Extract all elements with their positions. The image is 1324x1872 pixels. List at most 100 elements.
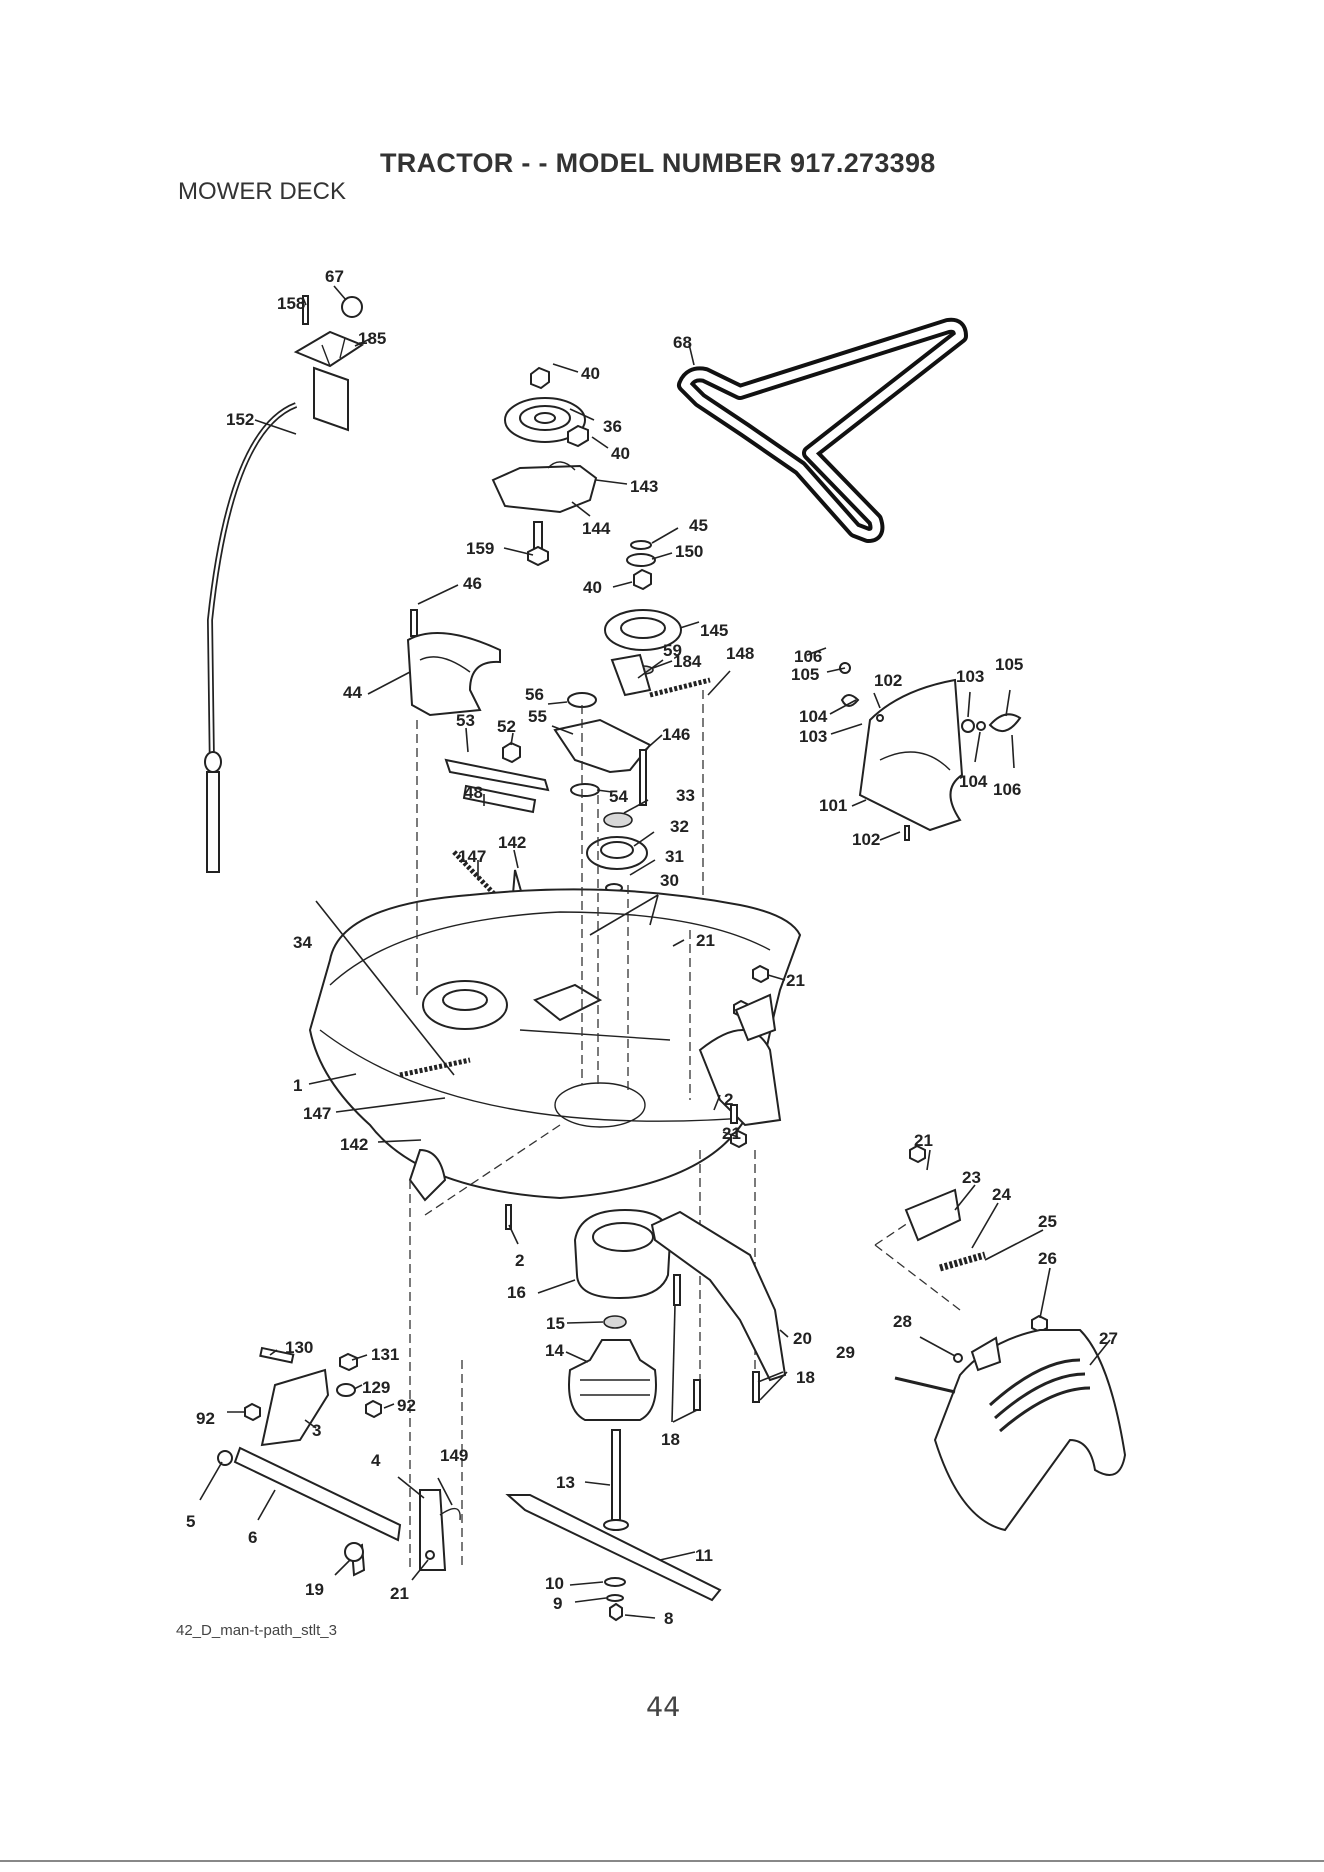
bolt-2 [730, 1104, 738, 1124]
knob-67 [341, 296, 363, 318]
callout-21-e: 21 [390, 1584, 409, 1603]
bushing-33 [603, 812, 633, 828]
page-title: TRACTOR - - MODEL NUMBER 917.273398 [380, 148, 936, 178]
callout-21-b: 21 [786, 971, 805, 990]
bolt-8 [609, 1602, 623, 1622]
right-deck-brackets [730, 964, 777, 1149]
idler-bracket-143 [491, 464, 598, 514]
callout-27: 27 [1099, 1329, 1118, 1348]
chute-body [933, 1329, 1127, 1532]
washer-9 [606, 1594, 624, 1602]
rod-53 [444, 758, 550, 792]
handle-plate-185 [293, 330, 365, 368]
callout-40-b: 40 [611, 444, 630, 463]
callout-31: 31 [665, 847, 684, 866]
bolt-18-c [752, 1371, 760, 1403]
callout-105-a: 105 [995, 655, 1023, 674]
center-idler-plate [553, 653, 711, 893]
callout-54: 54 [609, 787, 628, 806]
callout-4: 4 [371, 1451, 381, 1470]
callout-40-c: 40 [583, 578, 602, 597]
callout-158: 158 [277, 294, 305, 313]
callout-103-b: 103 [799, 727, 827, 746]
bolt-130 [259, 1346, 295, 1364]
callout-149: 149 [440, 1446, 468, 1465]
callout-106-b: 106 [993, 780, 1021, 799]
callout-56: 56 [525, 685, 544, 704]
washer-54 [570, 783, 600, 797]
bolt-146 [639, 749, 647, 806]
deck-lift-handle-assembly [204, 295, 365, 873]
callout-21-c: 21 [722, 1124, 741, 1143]
cable-152 [206, 402, 298, 771]
callout-130: 130 [285, 1338, 313, 1357]
bracket-20 [650, 1210, 787, 1382]
callout-185: 185 [358, 329, 386, 348]
pulley-31 [600, 841, 634, 859]
bolt-18-b [693, 1379, 701, 1411]
callout-102-a: 102 [874, 671, 902, 690]
callout-34: 34 [293, 933, 312, 952]
callout-101: 101 [819, 796, 847, 815]
callout-146: 146 [662, 725, 690, 744]
callout-labels: 67 158 185 152 40 36 40 143 144 45 150 1… [186, 267, 1118, 1628]
callout-33: 33 [676, 786, 695, 805]
nut-40-low [633, 568, 652, 591]
callout-106-a: 106 [794, 647, 822, 666]
callout-104-b: 104 [959, 772, 988, 791]
washer-56 [567, 692, 597, 708]
nut-131 [339, 1352, 358, 1372]
callout-59: 59 [663, 641, 682, 660]
callout-103-a: 103 [956, 667, 984, 686]
nut-21-low [730, 1129, 747, 1149]
callout-44: 44 [343, 683, 362, 702]
callout-1: 1 [293, 1076, 302, 1095]
callout-45: 45 [689, 516, 708, 535]
callout-18-a: 18 [796, 1368, 815, 1387]
nut-21-upper [752, 964, 769, 984]
bolt-2-low [505, 1204, 512, 1230]
callout-11: 11 [695, 1546, 713, 1565]
spring-148 [649, 677, 711, 698]
callout-2-b: 2 [515, 1251, 524, 1270]
callout-24: 24 [992, 1185, 1011, 1204]
callout-10: 10 [545, 1574, 564, 1593]
callout-144: 144 [582, 519, 611, 538]
callout-3: 3 [312, 1421, 321, 1440]
bracket-3 [260, 1368, 330, 1447]
clip-5 [217, 1450, 233, 1466]
callout-9: 9 [553, 1594, 562, 1613]
rod-29 [894, 1376, 956, 1394]
bracket-59 [610, 653, 652, 697]
nut-40-top [530, 366, 550, 390]
callout-8: 8 [664, 1609, 673, 1628]
callout-55: 55 [528, 707, 547, 726]
mower-deck-1 [308, 888, 802, 1202]
mower-belt-68 [677, 317, 968, 543]
callout-148: 148 [726, 644, 754, 663]
callout-184: 184 [673, 652, 702, 671]
plate-55 [553, 718, 652, 774]
washer-150 [626, 553, 656, 567]
callout-147-low: 147 [303, 1104, 331, 1123]
bracket-48 [462, 784, 537, 814]
spring-147-low [399, 1057, 471, 1078]
callout-21-a: 21 [696, 931, 715, 950]
callout-92-a: 92 [196, 1409, 215, 1428]
callout-68: 68 [673, 333, 692, 352]
callout-18-b: 18 [661, 1430, 680, 1449]
arm-142-low [408, 1148, 447, 1202]
blade-11 [505, 1494, 722, 1602]
callout-105-b: 105 [791, 665, 819, 684]
callout-16: 16 [507, 1283, 526, 1302]
hanger-4 [419, 1489, 447, 1571]
deflector-baffle-101 [839, 662, 1022, 841]
callout-14: 14 [545, 1341, 564, 1360]
callout-53: 53 [456, 711, 475, 730]
callout-143: 143 [630, 477, 658, 496]
callout-19: 19 [305, 1580, 324, 1599]
nut-40-mid [567, 424, 589, 448]
handle-bracket [313, 366, 349, 432]
diagram-code: 42_D_man-t-path_stlt_3 [176, 1622, 337, 1639]
callout-25: 25 [1038, 1212, 1057, 1231]
